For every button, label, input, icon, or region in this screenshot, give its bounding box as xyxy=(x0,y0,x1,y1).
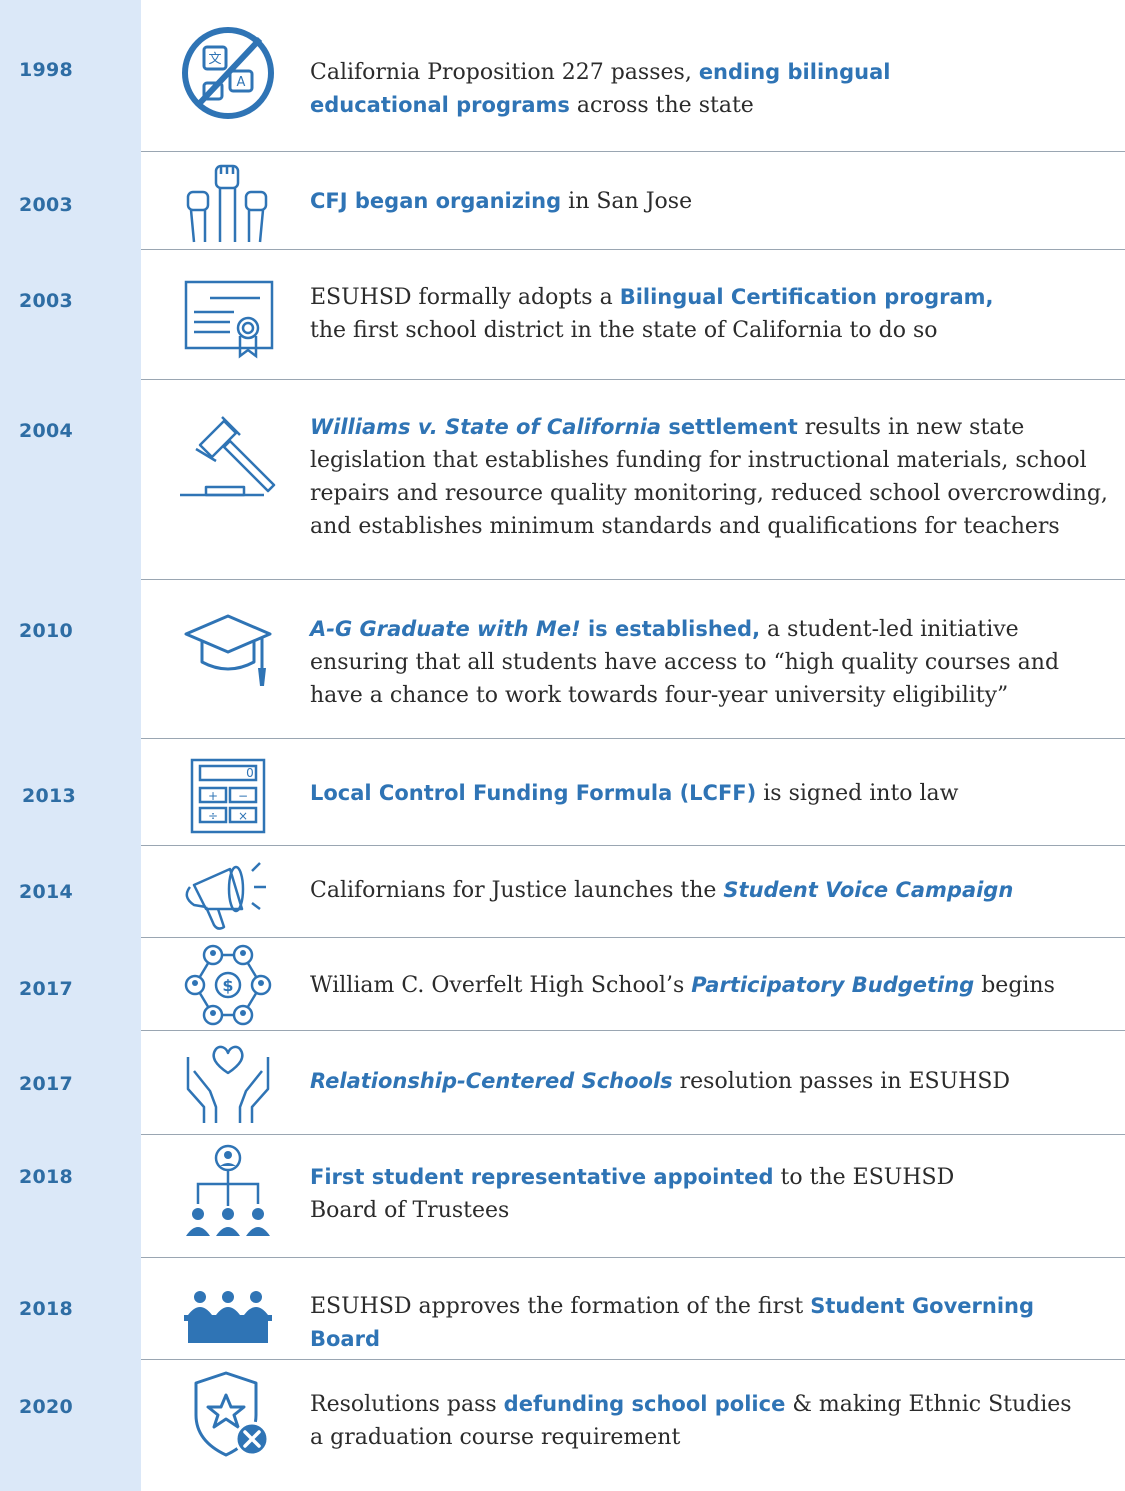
event-description: Resolutions pass defunding school police… xyxy=(310,1392,1072,1450)
timeline-row-1998: 1998 文 A California Proposition 227 pass… xyxy=(0,0,1125,152)
calculator-icon: 0 + − ÷ × xyxy=(178,751,278,841)
year-label: 2003 xyxy=(18,194,74,216)
row-divider xyxy=(141,845,1125,846)
timeline-row-2004: 2004 Williams v. State of California set… xyxy=(0,380,1125,580)
row-divider xyxy=(141,151,1125,152)
timeline-row-2018-representative: 2018 First student representative appoin… xyxy=(0,1135,1125,1258)
calculator-display: 0 xyxy=(246,766,254,780)
calculator-key: + xyxy=(208,789,218,803)
timeline-row-2010: 2010 A-G Graduate with Me! is establishe… xyxy=(0,580,1125,739)
event-description: California Proposition 227 passes, endin… xyxy=(310,60,891,118)
row-divider xyxy=(141,937,1125,938)
timeline-row-2013: 2013 0 + − ÷ × Local Control Funding For… xyxy=(0,739,1125,846)
year-label: 2013 xyxy=(21,785,77,807)
event-description: A-G Graduate with Me! is established, a … xyxy=(310,617,1060,708)
year-label: 2014 xyxy=(18,881,74,903)
event-description: Williams v. State of California settleme… xyxy=(310,415,1108,539)
event-description: Local Control Funding Formula (LCFF) is … xyxy=(310,781,959,806)
calculator-key: × xyxy=(238,809,248,823)
row-divider xyxy=(141,1134,1125,1135)
year-label: 2003 xyxy=(18,290,74,312)
svg-text:文: 文 xyxy=(208,52,221,67)
year-column-band xyxy=(0,0,141,1491)
calculator-key: ÷ xyxy=(208,809,218,823)
police-badge-x-icon xyxy=(178,1370,278,1460)
event-description: CFJ began organizing in San Jose xyxy=(310,189,693,214)
svg-text:A: A xyxy=(237,75,246,90)
participatory-budget-icon: $ xyxy=(178,940,278,1030)
hands-heart-icon xyxy=(178,1037,278,1127)
year-label: 2018 xyxy=(18,1298,74,1320)
row-divider xyxy=(141,379,1125,380)
timeline-row-2020: 2020 Resolutions pass defunding school p… xyxy=(0,1360,1125,1491)
governing-board-icon xyxy=(178,1264,278,1354)
event-description: Californians for Justice launches the St… xyxy=(310,878,1014,903)
timeline-row-2017-budgeting: 2017 $ William C. Overfelt High School’s… xyxy=(0,938,1125,1031)
year-label: 2017 xyxy=(18,978,74,1000)
row-divider xyxy=(141,249,1125,250)
no-translation-icon: 文 A xyxy=(178,27,278,119)
certificate-icon xyxy=(178,272,278,362)
raised-fists-icon xyxy=(178,156,278,246)
graduation-cap-icon xyxy=(178,602,278,692)
event-description: William C. Overfelt High School’s Partic… xyxy=(310,973,1055,998)
year-label: 2017 xyxy=(18,1073,74,1095)
calculator-key: − xyxy=(238,789,248,803)
timeline-row-2003-certification: 2003 ESUHSD formally adopts a Bilingual … xyxy=(0,250,1125,380)
event-description: ESUHSD formally adopts a Bilingual Certi… xyxy=(310,285,994,343)
event-description: Relationship-Centered Schools resolution… xyxy=(310,1069,1011,1094)
gavel-icon xyxy=(178,415,278,505)
year-label: 2018 xyxy=(18,1166,74,1188)
year-label: 2020 xyxy=(18,1396,74,1418)
row-divider xyxy=(141,1257,1125,1258)
timeline-row-2017-relationship: 2017 Relationship-Centered Schools resol… xyxy=(0,1031,1125,1135)
timeline-row-2003-cfj: 2003 CFJ began organizing in San Jose xyxy=(0,152,1125,250)
row-divider xyxy=(141,738,1125,739)
row-divider xyxy=(141,1359,1125,1360)
student-representative-icon xyxy=(178,1144,278,1239)
timeline-row-2018-governing-board: 2018 ESUHSD approves the formation of th… xyxy=(0,1258,1125,1360)
megaphone-icon xyxy=(178,848,278,938)
row-divider xyxy=(141,1030,1125,1031)
year-label: 2004 xyxy=(18,420,74,442)
year-label: 2010 xyxy=(18,620,74,642)
dollar-symbol: $ xyxy=(222,976,233,995)
row-divider xyxy=(141,579,1125,580)
event-description: First student representative appointed t… xyxy=(310,1165,955,1223)
event-description: ESUHSD approves the formation of the fir… xyxy=(310,1294,1035,1351)
timeline-row-2014: 2014 Californians for Justice launches t… xyxy=(0,846,1125,938)
year-label: 1998 xyxy=(18,59,74,81)
